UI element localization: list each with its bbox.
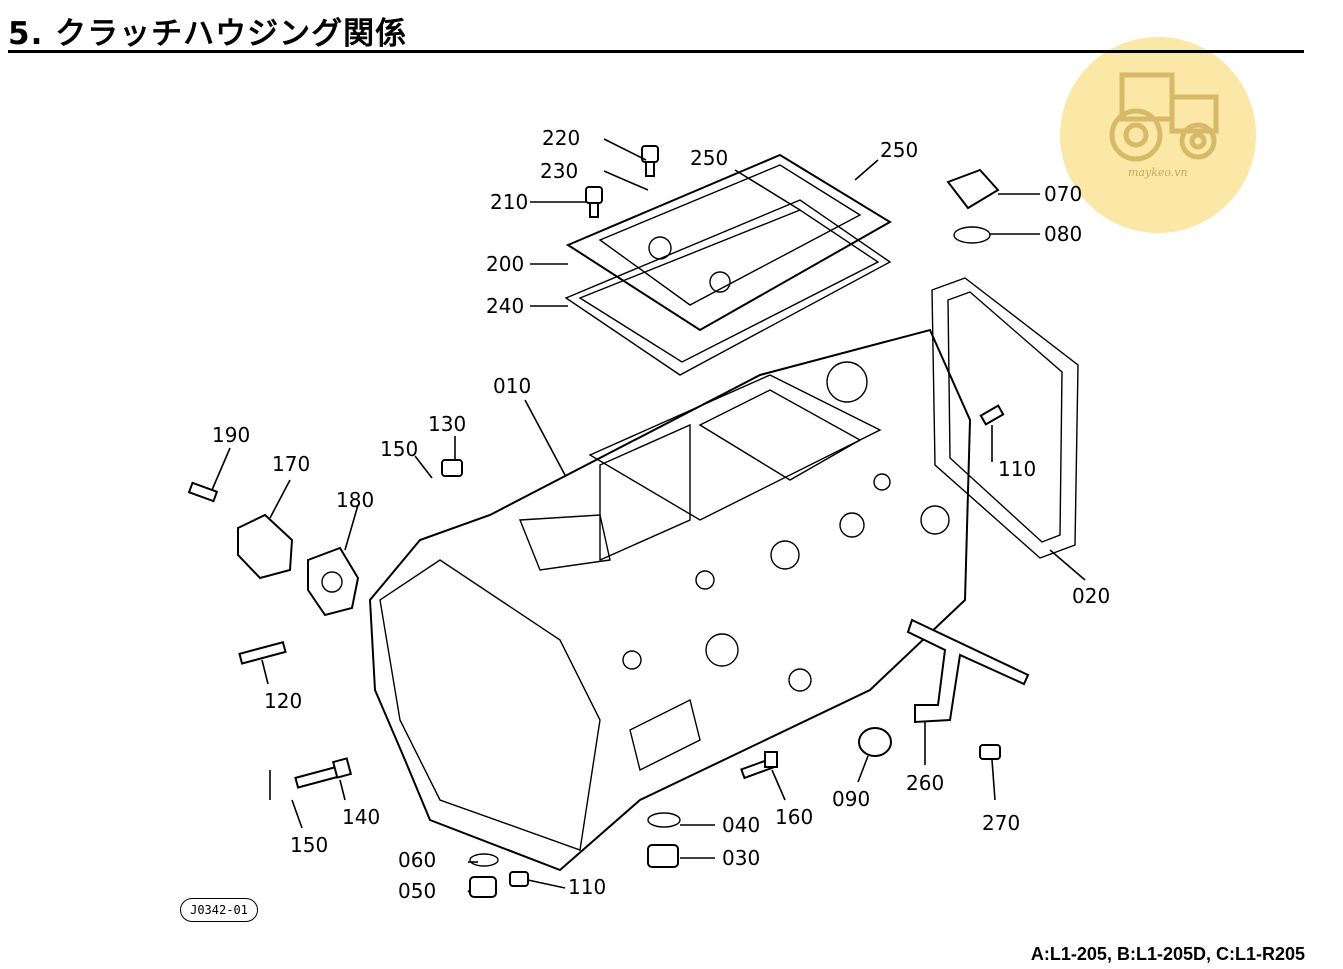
gasket-180-part [307, 546, 360, 617]
callout-050: 050 [398, 879, 436, 903]
callout-140: 140 [342, 805, 380, 829]
callout-010: 010 [493, 374, 531, 398]
bolt-160-part [740, 751, 778, 780]
bolt-270-part [979, 744, 1001, 760]
nut-110-part [509, 871, 529, 887]
callout-260: 260 [906, 771, 944, 795]
callout-150b: 150 [290, 833, 328, 857]
callout-020: 020 [1072, 584, 1110, 608]
clutch-housing-part [368, 328, 972, 872]
callout-090: 090 [832, 787, 870, 811]
page-title: 5. クラッチハウジング関係 [8, 16, 408, 52]
callout-080: 080 [1044, 222, 1082, 246]
callout-110: 110 [568, 875, 606, 899]
bolt-140-part [294, 757, 353, 789]
callout-270: 270 [982, 811, 1020, 835]
callout-250b: 250 [880, 138, 918, 162]
model-applicability-footer: A:L1-205, B:L1-205D, C:L1-R205 [1030, 944, 1305, 964]
callout-210: 210 [490, 190, 528, 214]
callout-150a: 150 [380, 437, 418, 461]
tractor-icon [1109, 72, 1219, 162]
callout-060: 060 [398, 848, 436, 872]
callout-130: 130 [428, 412, 466, 436]
callout-160: 160 [775, 805, 813, 829]
callout-190: 190 [212, 423, 250, 447]
oil-cap-part [946, 168, 1000, 244]
callout-200: 200 [486, 252, 524, 276]
bolt-220-part [641, 145, 659, 177]
gasket-part [564, 199, 892, 376]
callout-030: 030 [722, 846, 760, 870]
drawing-code: J0342-01 [180, 898, 258, 922]
side-gasket-part [931, 277, 1079, 559]
callout-100: 110 [998, 457, 1036, 481]
nut-130-part [441, 459, 463, 477]
callout-040: 040 [722, 813, 760, 837]
callout-250a: 250 [690, 146, 728, 170]
callout-220: 220 [542, 126, 580, 150]
top-cover-part [565, 153, 892, 332]
callout-240: 240 [486, 294, 524, 318]
pin-100-part [979, 404, 1005, 426]
callout-070: 070 [1044, 182, 1082, 206]
watermark-logo [1060, 37, 1256, 233]
leader-lines [211, 138, 1086, 893]
watermark-text: maykeo.vn [1128, 166, 1188, 179]
plug-050-part [469, 853, 499, 898]
bolt-210-part [585, 186, 603, 218]
title-rule [8, 50, 1304, 53]
callout-180: 180 [336, 488, 374, 512]
cap-090-part [858, 727, 892, 757]
bolt-190-part [187, 481, 219, 503]
cover-plate-170-part [237, 513, 294, 580]
stud-120-part [238, 640, 287, 665]
callout-120: 120 [264, 689, 302, 713]
callout-170: 170 [272, 452, 310, 476]
callout-labels: 220 230 210 200 240 250 250 070 080 010 … [212, 126, 1110, 903]
bracket-260-part [906, 618, 1030, 724]
plug-030-part [647, 812, 681, 868]
callout-230: 230 [540, 159, 578, 183]
